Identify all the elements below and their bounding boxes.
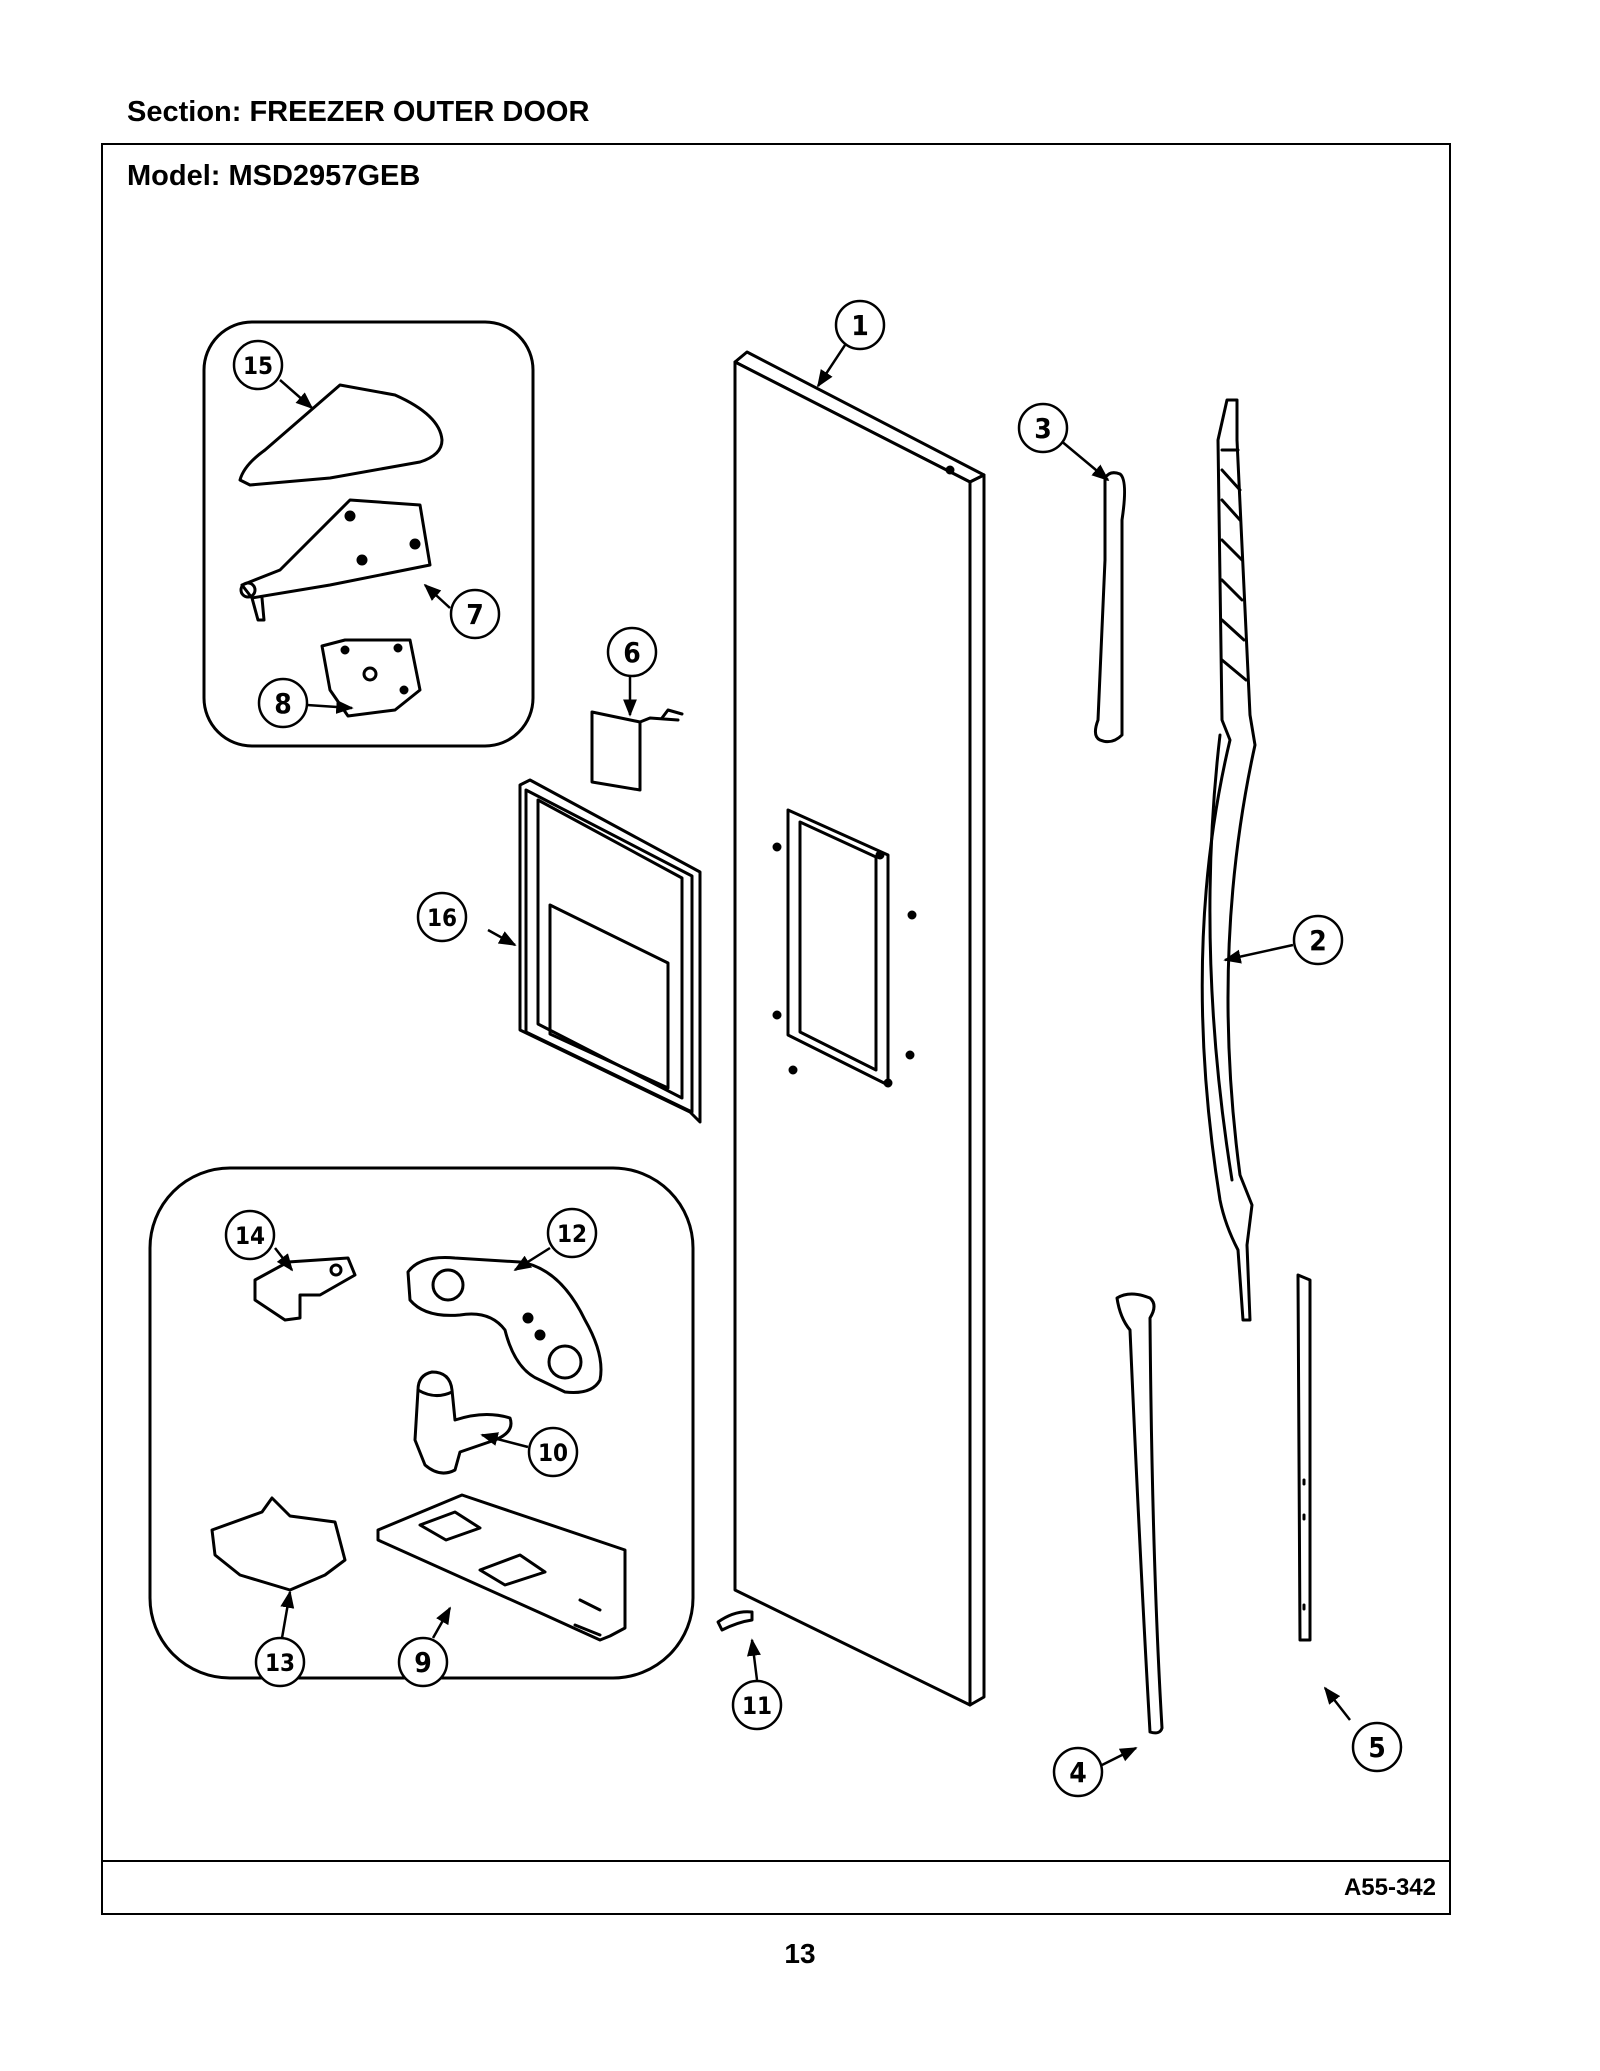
part-dispenser-frame: [518, 778, 702, 1124]
leader-5: [1323, 1686, 1351, 1721]
part-hinge-shim: [320, 638, 422, 718]
leader-13: [280, 1590, 295, 1639]
model-title: Model: MSD2957GEB: [127, 160, 421, 192]
leader-16: [487, 928, 517, 947]
svg-text:2: 2: [1309, 924, 1327, 957]
leader-14: [274, 1247, 294, 1272]
svg-text:14: 14: [235, 1222, 265, 1250]
callout-11: 11: [731, 1679, 783, 1731]
part-handle: [1200, 398, 1257, 1322]
part-small-bracket: [253, 1256, 357, 1322]
callout-1: 1: [834, 299, 886, 351]
callout-4: 4: [1052, 1746, 1104, 1798]
leader-15: [279, 379, 314, 410]
svg-text:8: 8: [274, 687, 292, 720]
svg-text:15: 15: [243, 352, 273, 380]
leader-4: [1101, 1746, 1138, 1767]
callout-6: 6: [606, 626, 658, 678]
svg-text:10: 10: [538, 1439, 568, 1467]
callout-2: 2: [1292, 914, 1344, 966]
part-bottom-hinge-plate: [376, 1493, 627, 1642]
svg-text:13: 13: [265, 1649, 295, 1677]
callout-8: 8: [257, 677, 309, 729]
svg-text:6: 6: [623, 636, 641, 669]
callout-7: 7: [449, 588, 501, 640]
diagram-code: A55-342: [1343, 1874, 1436, 1901]
svg-text:1: 1: [851, 309, 869, 342]
callout-12: 12: [546, 1207, 598, 1259]
svg-text:12: 12: [557, 1220, 587, 1248]
svg-text:16: 16: [427, 904, 457, 932]
top-hinge-inset-box: [202, 320, 535, 748]
section-title: Section: FREEZER OUTER DOOR: [127, 96, 590, 128]
leader-3: [1059, 439, 1110, 482]
svg-text:9: 9: [414, 1646, 432, 1679]
callout-16: 16: [416, 891, 468, 943]
callout-14: 14: [224, 1209, 276, 1261]
svg-text:11: 11: [742, 1692, 772, 1720]
callout-13: 13: [254, 1636, 306, 1688]
leader-12: [513, 1246, 551, 1272]
footer-divider: [101, 1860, 1451, 1862]
callout-10: 10: [527, 1426, 579, 1478]
callout-15: 15: [232, 339, 284, 391]
part-trim-cap: [1093, 471, 1127, 744]
leader-9: [431, 1606, 452, 1639]
callout-9: 9: [397, 1636, 449, 1688]
part-hinge-pivot: [413, 1370, 513, 1475]
page-number: 13: [784, 1938, 816, 1969]
part-top-hinge: [239, 498, 432, 622]
callout-5: 5: [1351, 1721, 1403, 1773]
leader-7: [423, 583, 451, 609]
part-door-panel: [733, 350, 986, 1707]
part-trim-strip: [1115, 1292, 1164, 1735]
leader-10: [480, 1432, 529, 1449]
part-door-shim: [716, 1610, 754, 1632]
callout-3: 3: [1017, 402, 1069, 454]
leader-11: [747, 1638, 761, 1681]
part-thin-strip: [1296, 1273, 1312, 1642]
part-hinge-cover: [238, 383, 444, 487]
diagram-frame: [101, 143, 1451, 1915]
svg-text:4: 4: [1069, 1756, 1087, 1789]
leader-8: [306, 699, 354, 714]
svg-text:7: 7: [466, 598, 484, 631]
part-hinge-trim-cover: [210, 1496, 347, 1592]
leader-2: [1223, 943, 1294, 964]
svg-text:3: 3: [1034, 412, 1052, 445]
leader-1: [816, 344, 847, 388]
part-switch: [590, 708, 684, 792]
svg-text:5: 5: [1368, 1731, 1386, 1764]
